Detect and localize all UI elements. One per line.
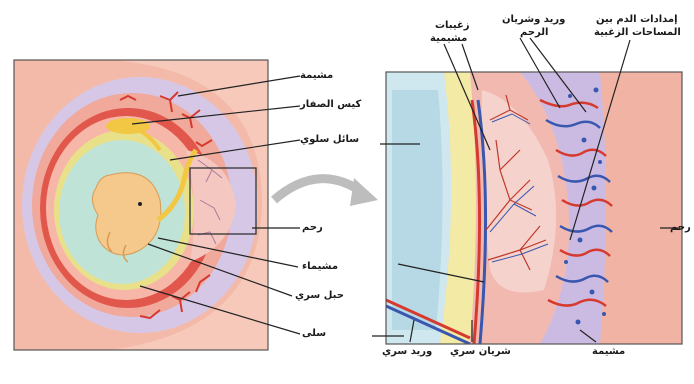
zoom-arrow-head <box>350 178 378 206</box>
label-chorionic-villi-2: مشيمية <box>430 33 467 45</box>
label-uterine-vessels-1: وريد وشريان <box>502 14 565 26</box>
label-placenta-bottom: مشيمة <box>592 346 625 358</box>
label-amniotic-fluid: سائل سلوي <box>300 134 359 146</box>
embryo-eye <box>138 202 142 206</box>
label-amnion-lower: سلى <box>302 328 326 340</box>
label-uterine-vessels-2: الرحم <box>520 27 548 39</box>
label-amnion: مشيماء <box>302 261 338 273</box>
label-yolk-sac: كيس الصفار <box>300 99 361 111</box>
label-umbilical-cord: حبل سري <box>295 290 344 302</box>
left-panel <box>14 60 268 350</box>
label-chorion-left: مشيمة <box>300 70 333 82</box>
right-panel <box>386 72 682 344</box>
label-uterus-left: رحم <box>302 222 323 234</box>
label-maternal-blood-2: المساحات الزغبية <box>594 27 681 39</box>
uterus-wall-zoom <box>600 72 682 344</box>
label-umbilical-artery: شريان سري <box>450 346 511 358</box>
label-umbilical-vein: وريد سري <box>382 346 432 358</box>
label-maternal-blood-1: إمدادات الدم بين <box>596 14 678 26</box>
label-uterus-right: رحم <box>670 222 691 234</box>
label-chorionic-villi-1: زغيبات <box>435 20 470 32</box>
